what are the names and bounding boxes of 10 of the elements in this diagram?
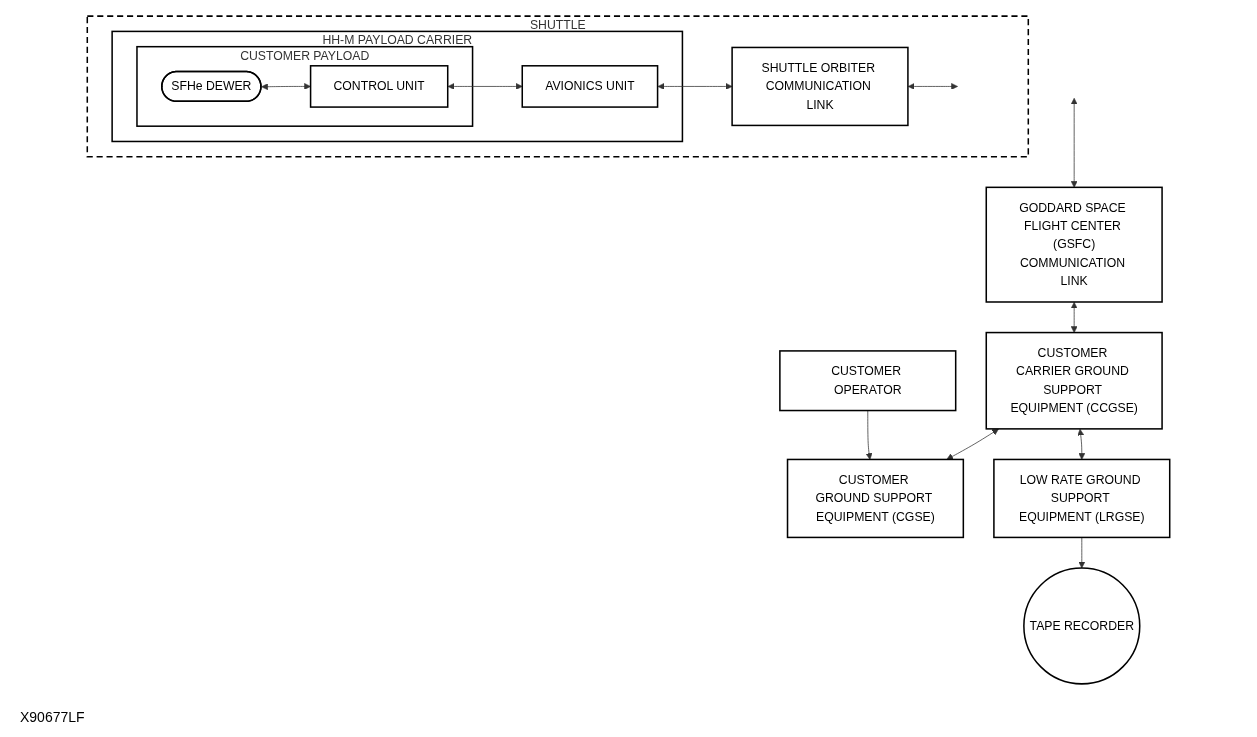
figure-id-text: X90677LF bbox=[20, 709, 85, 725]
node-box: SHUTTLE ORBITER COMMUNICATION LINK bbox=[731, 46, 909, 127]
node-box: CUSTOMER GROUND SUPPORT EQUIPMENT (CGSE) bbox=[786, 458, 965, 539]
node-box: AVIONICS UNIT bbox=[521, 65, 659, 108]
node-circle: TAPE RECORDER bbox=[1023, 567, 1141, 685]
node-box: GODDARD SPACE FLIGHT CENTER (GSFC) COMMUNICATION LINK bbox=[985, 186, 1163, 303]
node-box: CONTROL UNIT bbox=[309, 65, 449, 108]
node-box: CUSTOMER OPERATOR bbox=[779, 350, 957, 412]
node-box: LOW RATE GROUND SUPPORT EQUIPMENT (LRGSE) bbox=[993, 458, 1171, 539]
node-box: CUSTOMER CARRIER GROUND SUPPORT EQUIPMENT (CCGSE) bbox=[985, 331, 1163, 430]
